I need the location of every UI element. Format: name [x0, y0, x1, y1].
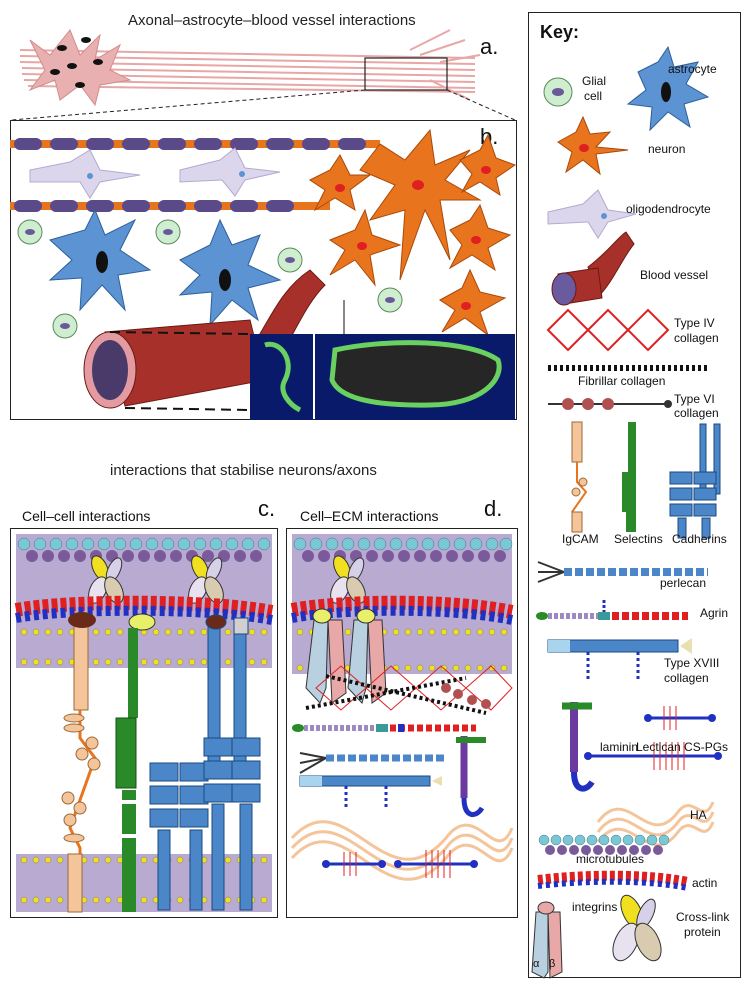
- key-glial-icon: [543, 77, 573, 107]
- figure-title: Axonal–astrocyte–blood vessel interactio…: [128, 12, 416, 29]
- key-label-neuron: neuron: [648, 142, 686, 156]
- collagen-xviii-d: [299, 775, 442, 808]
- key-cadherin-icon: [669, 423, 721, 539]
- key-label-crosslink-1: Cross-link: [676, 910, 730, 924]
- key-label-collagen-xviii-2: collagen: [664, 671, 709, 685]
- cadherin-molecules-c: [149, 614, 261, 911]
- key-label-alpha: α: [533, 958, 540, 970]
- panel-b-illustration: [10, 128, 517, 420]
- key-label-blood-vessel: Blood vessel: [640, 268, 709, 282]
- key-collagen-vi-icon: [548, 398, 672, 410]
- neuron-cells: [309, 128, 517, 337]
- key-label-collagen-vi-1: Type VI: [674, 392, 715, 406]
- lectican-d: [322, 850, 478, 878]
- microtubules-d: [293, 537, 513, 562]
- key-hyaluronan-icon: [596, 801, 715, 847]
- key-label-ha: HA: [690, 808, 707, 822]
- key-label-collagen-iv-2: collagen: [674, 331, 719, 345]
- panel-c-illustration: [14, 534, 274, 913]
- myelinated-axon-top: [10, 138, 380, 150]
- key-microtubules-icon: [538, 834, 670, 855]
- collagen-vi-d: [441, 683, 491, 709]
- key-label-collagen-xviii-1: Type XVIII: [664, 656, 720, 670]
- key-blood-vessel-icon: [551, 231, 635, 306]
- selectin-molecule-c: [115, 613, 156, 912]
- actin-filament-c: [14, 595, 274, 625]
- panel-c-title: Cell–cell interactions: [22, 508, 151, 524]
- key-label-selectins: Selectins: [614, 532, 663, 546]
- key-crosslink-icon: [612, 894, 662, 962]
- key-actin-icon: [537, 870, 689, 891]
- key-label-crosslink-2: protein: [684, 925, 721, 939]
- microtubules-c: [17, 537, 271, 562]
- integrins-d: [305, 608, 387, 705]
- key-label-igcam: IgCAM: [562, 532, 599, 546]
- igcam-molecule-c: [61, 612, 101, 913]
- key-label-oligodendrocyte: oligodendrocyte: [626, 202, 711, 216]
- key-label-perlecan: perlecan: [660, 576, 707, 590]
- key-lectican-icon: [584, 706, 722, 770]
- oligodendrocyte-cells: [29, 147, 281, 199]
- key-label-microtubules: microtubules: [576, 852, 645, 866]
- key-label-astrocyte: astrocyte: [668, 62, 717, 76]
- key-perlecan-icon: [537, 561, 708, 583]
- key-label-cadherins: Cadherins: [672, 532, 727, 546]
- glial-cells: [17, 219, 403, 339]
- key-label-beta: β: [549, 958, 556, 970]
- key-illustrations: [531, 45, 722, 979]
- panel-a-letter: a.: [480, 34, 499, 59]
- key-label-fibrillar-collagen: Fibrillar collagen: [578, 374, 666, 388]
- cross-link-proteins-d: [330, 555, 366, 604]
- key-integrin-icon: [531, 901, 563, 979]
- laminin-d: [456, 736, 486, 817]
- key-collagen-iv-icon: [546, 308, 670, 352]
- zoom-region-box: [364, 57, 448, 91]
- panel-c-letter: c.: [258, 496, 276, 521]
- key-label-glial-2: cell: [584, 89, 603, 103]
- cross-link-proteins-c: [88, 555, 224, 604]
- section-subtitle: interactions that stabilise neurons/axon…: [110, 462, 377, 479]
- key-oligodendrocyte-icon: [547, 189, 637, 239]
- key-laminin-icon: [562, 702, 595, 792]
- key-agrin-icon: [536, 600, 688, 620]
- key-label-glial-1: Glial: [582, 74, 607, 88]
- panel-d-letter: d.: [484, 496, 503, 521]
- hyaluronan-d: [290, 820, 514, 881]
- key-label-agrin: Agrin: [700, 606, 729, 620]
- key-label-collagen-iv-1: Type IV: [674, 316, 715, 330]
- panel-d-title: Cell–ECM interactions: [300, 508, 439, 524]
- key-igcam-icon: [571, 421, 588, 533]
- key-label-actin: actin: [692, 876, 718, 890]
- key-astrocyte-icon: [626, 45, 710, 132]
- key-title: Key:: [540, 22, 580, 42]
- key-neuron-icon: [557, 115, 629, 176]
- key-collagen-xviii-icon: [547, 638, 692, 680]
- panel-a-nerve-overview: [11, 29, 516, 121]
- key-label-lectican: Lectican CS-PGs: [636, 740, 729, 754]
- agrin-d: [292, 724, 476, 732]
- membrane-bottom-c: [16, 854, 272, 912]
- key-label-laminin: laminin: [600, 740, 639, 754]
- key-label-collagen-vi-2: collagen: [674, 406, 719, 420]
- key-label-integrins: integrins: [572, 900, 618, 914]
- myelinated-axon-bottom: [10, 200, 330, 212]
- key-selectin-icon: [622, 422, 636, 532]
- membrane-top-c: [16, 626, 272, 668]
- perlecan-d: [299, 752, 446, 774]
- panel-d-illustration: [290, 534, 514, 881]
